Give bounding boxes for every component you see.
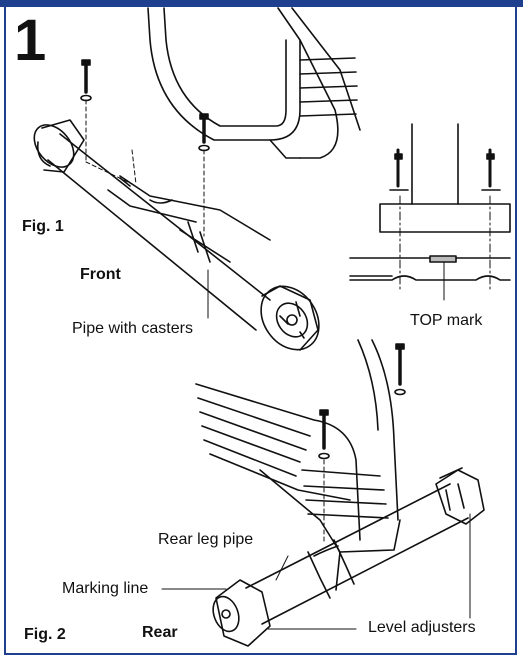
top-bar [0, 0, 523, 7]
fig2-right-leveler [435, 467, 485, 525]
fig1-right-caster [260, 285, 320, 351]
rear-leg-pipe-label: Rear leg pipe [158, 531, 254, 548]
fig1-pipe [47, 133, 271, 331]
fig1-screws [80, 59, 210, 237]
panel-border [4, 4, 517, 655]
level-adjusters-label: Level adjusters [368, 619, 476, 636]
fig2-title: Fig. 2 [24, 626, 66, 643]
fig2-frame [195, 339, 401, 591]
fig2-leader-lines [161, 513, 471, 630]
fig1-frame [147, 7, 361, 159]
marking-line-label: Marking line [62, 580, 149, 597]
rear-label: Rear [142, 624, 178, 641]
front-label: Front [80, 266, 121, 283]
top-mark-detail [349, 123, 511, 301]
pipe-with-casters-label: Pipe with casters [72, 320, 193, 337]
fig2-pipe [245, 483, 469, 625]
top-mark-label: TOP mark [410, 312, 483, 329]
fig1-title: Fig. 1 [22, 218, 64, 235]
fig2-left-leveler [212, 579, 271, 647]
fig1-left-endcap [33, 119, 85, 173]
fig2-screws [318, 343, 406, 545]
step-number: 1 [14, 8, 47, 73]
